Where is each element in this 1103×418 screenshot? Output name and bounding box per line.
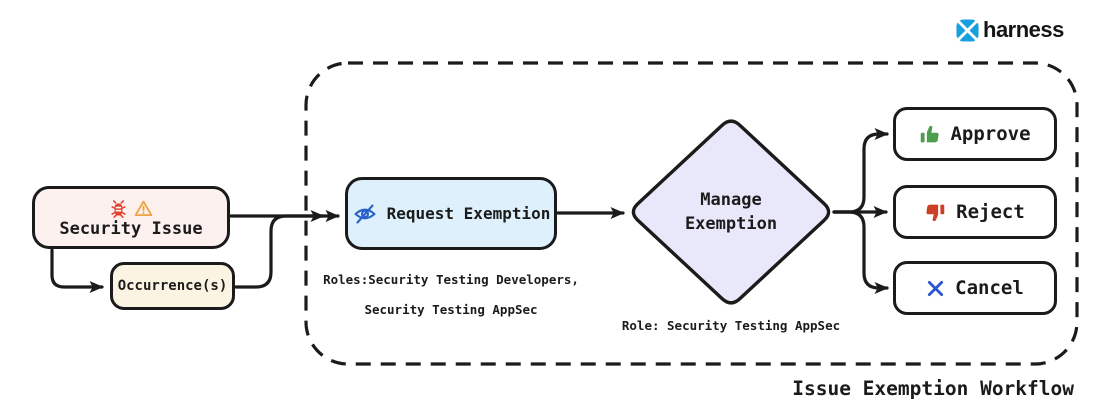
connector-occurrence-to-request bbox=[234, 210, 325, 289]
connector-manage-to-approve bbox=[832, 128, 889, 214]
connector-manage-to-cancel bbox=[832, 210, 889, 294]
harness-wordmark: harness bbox=[983, 17, 1064, 42]
approve-node: Approve bbox=[893, 107, 1057, 161]
thumbs-up-icon bbox=[919, 124, 940, 145]
harness-logo-icon bbox=[955, 17, 980, 43]
request-exemption-label: Request Exemption bbox=[386, 204, 551, 223]
bug-icon bbox=[109, 199, 128, 218]
request-roles-line1: Roles:Security Testing Developers, bbox=[323, 272, 579, 287]
reject-label: Reject bbox=[956, 201, 1025, 223]
harness-logo: harness bbox=[955, 17, 1064, 43]
occurrence-label: Occurrence(s) bbox=[117, 278, 228, 294]
request-roles-note: Roles:Security Testing Developers, Secur… bbox=[311, 257, 591, 332]
workflow-title: Issue Exemption Workflow bbox=[792, 377, 1074, 400]
approve-label: Approve bbox=[950, 123, 1031, 145]
manage-role-note: Role: Security Testing AppSec bbox=[621, 318, 841, 333]
security-issue-label: Security Issue bbox=[59, 218, 203, 239]
eye-slash-icon bbox=[352, 202, 378, 226]
request-exemption-node: Request Exemption bbox=[345, 177, 557, 250]
reject-node: Reject bbox=[893, 185, 1057, 239]
occurrence-node: Occurrence(s) bbox=[110, 262, 235, 310]
cancel-node: Cancel bbox=[893, 261, 1057, 315]
security-issue-node: Security Issue bbox=[32, 186, 230, 249]
thumbs-down-icon bbox=[925, 202, 946, 223]
connector-security-to-occurrence bbox=[50, 248, 104, 293]
cancel-label: Cancel bbox=[955, 277, 1024, 299]
warning-icon bbox=[134, 199, 153, 218]
request-roles-line2: Security Testing AppSec bbox=[364, 302, 538, 317]
x-icon bbox=[926, 279, 945, 298]
manage-exemption-label: Manage Exemption bbox=[684, 190, 778, 234]
